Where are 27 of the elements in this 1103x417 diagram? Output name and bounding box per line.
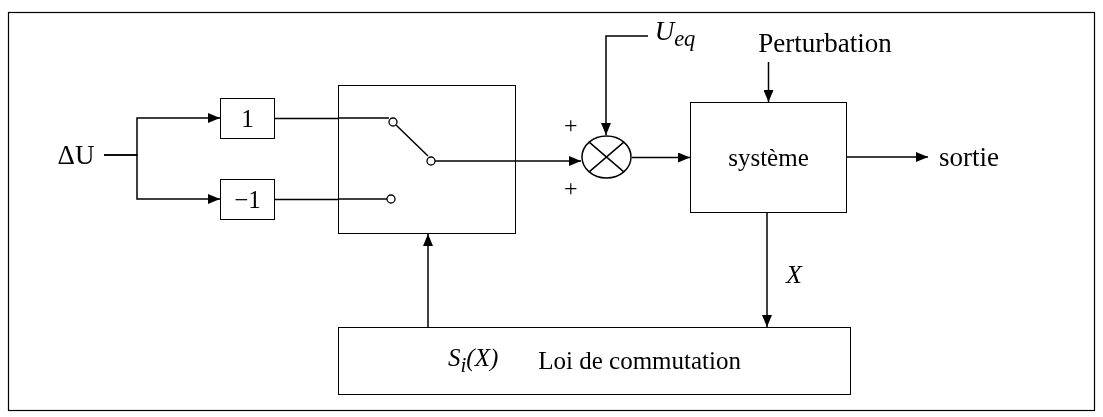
signal-label: sortie	[928, 140, 1010, 174]
connector-line	[274, 198, 339, 201]
block-text: système	[728, 143, 809, 172]
arrow	[423, 233, 433, 328]
arrow	[846, 152, 929, 162]
signal-label: U$_{eq}$	[648, 14, 702, 54]
block-box	[220, 98, 275, 139]
signal-label: ΔU	[48, 138, 104, 172]
arrow	[103, 154, 221, 204]
block-text: −1	[234, 185, 261, 214]
arrow	[631, 152, 691, 163]
connector-line	[274, 117, 339, 120]
block-text: 1	[241, 104, 254, 133]
signal-label: Perturbation	[738, 26, 912, 62]
arrow	[515, 156, 582, 166]
sign-label: +	[564, 113, 578, 137]
arrow	[762, 212, 772, 328]
block-box	[690, 102, 847, 213]
arrow	[601, 35, 649, 136]
switching-function: S$_{i}$(X)	[448, 344, 499, 378]
sign-label: +	[564, 176, 578, 200]
block-text: Loi de commutation	[538, 347, 741, 375]
arrow	[763, 61, 774, 103]
summing-junction	[581, 135, 632, 179]
switch-block	[338, 85, 516, 234]
block-box	[338, 327, 851, 395]
block-box	[220, 179, 275, 220]
